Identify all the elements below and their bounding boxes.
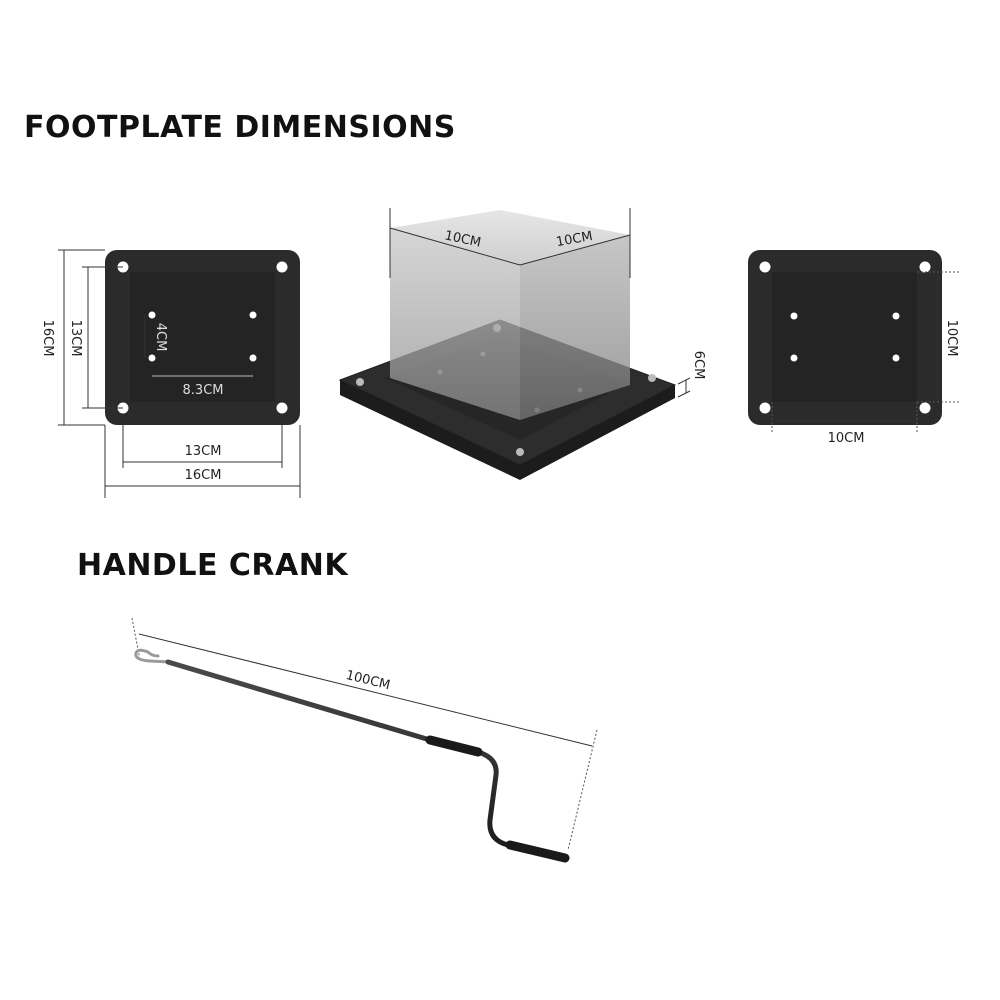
crank-grip bbox=[505, 840, 570, 863]
post-left-dimension-label: 10CM bbox=[443, 228, 482, 250]
bolt-hole bbox=[249, 354, 257, 362]
front-plate-recess bbox=[130, 272, 275, 402]
post-right-dimension-label: 10CM bbox=[555, 229, 594, 250]
plate-edge bbox=[340, 380, 675, 480]
handle-crank: 100CM bbox=[131, 617, 598, 863]
mount-hole bbox=[919, 402, 931, 414]
back-plate-recess bbox=[772, 272, 917, 402]
front-outer-width-label: 16CM bbox=[185, 468, 222, 483]
front-inner-height-label: 13CM bbox=[68, 320, 83, 357]
crank-collar bbox=[425, 735, 483, 757]
mount-hole bbox=[276, 402, 288, 414]
mount-hole bbox=[356, 378, 364, 386]
crank-rod bbox=[165, 659, 568, 861]
front-view: 16CM 13CM 4CM 8.3CM 13CM 16CM bbox=[40, 249, 301, 498]
bolt-hole bbox=[790, 354, 798, 362]
crank-hook bbox=[134, 648, 172, 664]
handle-crank-title: HANDLE CRANK bbox=[77, 548, 349, 583]
bolt-hole bbox=[892, 354, 900, 362]
crank-length-label: 100CM bbox=[344, 668, 391, 693]
bolt-hole bbox=[790, 312, 798, 320]
front-inner-width-label: 13CM bbox=[185, 444, 222, 459]
bolt-hole bbox=[892, 312, 900, 320]
back-view: 10CM 10CM bbox=[748, 250, 960, 446]
mount-hole bbox=[516, 448, 524, 456]
bolt-hole bbox=[148, 354, 156, 362]
mount-hole bbox=[648, 374, 656, 382]
mount-hole bbox=[276, 261, 288, 273]
bolt-horizontal-spacing-label: 8.3CM bbox=[183, 383, 224, 398]
mount-hole bbox=[919, 261, 931, 273]
mount-hole bbox=[759, 261, 771, 273]
bolt-hole bbox=[249, 311, 257, 319]
plate-thickness-label: 6CM bbox=[691, 351, 706, 380]
footplate-dimensions-title: FOOTPLATE DIMENSIONS bbox=[24, 110, 456, 145]
bolt-vertical-spacing-label: 4CM bbox=[153, 323, 168, 352]
back-inner-width-label: 10CM bbox=[828, 431, 865, 446]
bolt-hole bbox=[148, 311, 156, 319]
post-right-face bbox=[520, 235, 630, 420]
isometric-view: 10CM 10CM 6CM bbox=[338, 208, 706, 480]
back-inner-height-label: 10CM bbox=[944, 320, 959, 357]
front-outer-height-label: 16CM bbox=[40, 320, 55, 357]
mount-hole bbox=[759, 402, 771, 414]
post-left-face bbox=[390, 228, 520, 420]
